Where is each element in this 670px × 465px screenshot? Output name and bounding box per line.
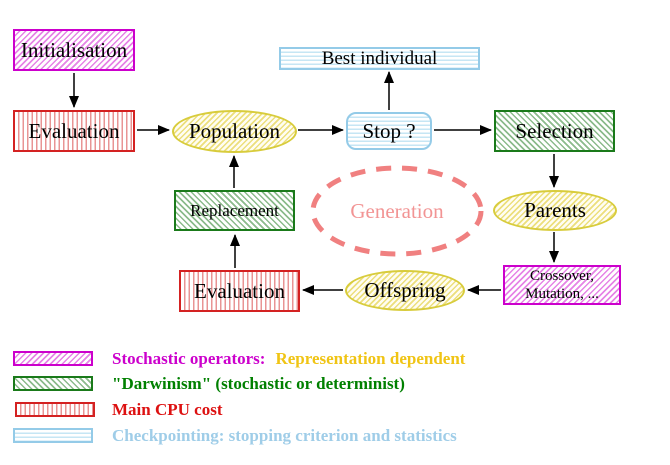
legend-row-cpu: Main CPU cost	[0, 400, 670, 420]
node-parents-label: Parents	[524, 198, 586, 223]
legend-checkpointing-label: Checkpointing: stopping criterion and st…	[112, 426, 457, 445]
green-diagonal-hatch-swatch-icon	[13, 376, 93, 391]
node-evaluation-top: Evaluation	[13, 110, 135, 152]
legend-stochastic-label: Stochastic operators:	[112, 349, 266, 368]
node-population-label: Population	[188, 119, 280, 144]
node-offspring-label: Offspring	[364, 278, 446, 303]
node-replacement-label: Replacement	[190, 200, 279, 220]
node-parents: Parents	[493, 190, 617, 231]
node-crossover-label-line2: Mutation, ...	[525, 286, 599, 302]
node-evaluation-top-label: Evaluation	[28, 118, 120, 143]
node-crossover-mutation: Crossover, Mutation, ...	[503, 265, 621, 305]
node-offspring: Offspring	[345, 270, 465, 311]
generation-label: Generation	[350, 199, 444, 223]
node-evaluation-bottom-label: Evaluation	[194, 278, 285, 303]
legend-row-stochastic: Stochastic operators: Representation depe…	[0, 349, 670, 369]
node-crossover-label-line1: Crossover,	[530, 268, 594, 284]
legend-row-darwinism: "Darwinism" (stochastic or determinist)	[0, 374, 670, 394]
node-initialisation-label: Initialisation	[20, 37, 128, 62]
cyan-horizontal-hatch-swatch-icon	[13, 428, 93, 443]
magenta-diagonal-hatch-swatch-icon	[13, 351, 93, 366]
legend-darwinism-label: "Darwinism" (stochastic or determinist)	[112, 374, 405, 393]
node-evaluation-bottom: Evaluation	[179, 270, 300, 312]
node-selection-label: Selection	[515, 118, 594, 143]
legend-representation-dependent-label: Representation dependent	[275, 349, 466, 368]
legend-cpu-label: Main CPU cost	[112, 400, 223, 419]
red-vertical-hatch-swatch-icon	[15, 402, 95, 417]
node-initialisation: Initialisation	[13, 29, 135, 71]
node-best-individual: Best individual	[279, 47, 480, 70]
node-stop: Stop ?	[346, 112, 432, 150]
legend-row-checkpointing: Checkpointing: stopping criterion and st…	[0, 426, 670, 446]
node-stop-label: Stop ?	[362, 118, 416, 143]
node-best-individual-label: Best individual	[321, 47, 438, 69]
node-replacement: Replacement	[174, 190, 295, 231]
node-population: Population	[172, 110, 297, 153]
node-selection: Selection	[494, 110, 615, 152]
